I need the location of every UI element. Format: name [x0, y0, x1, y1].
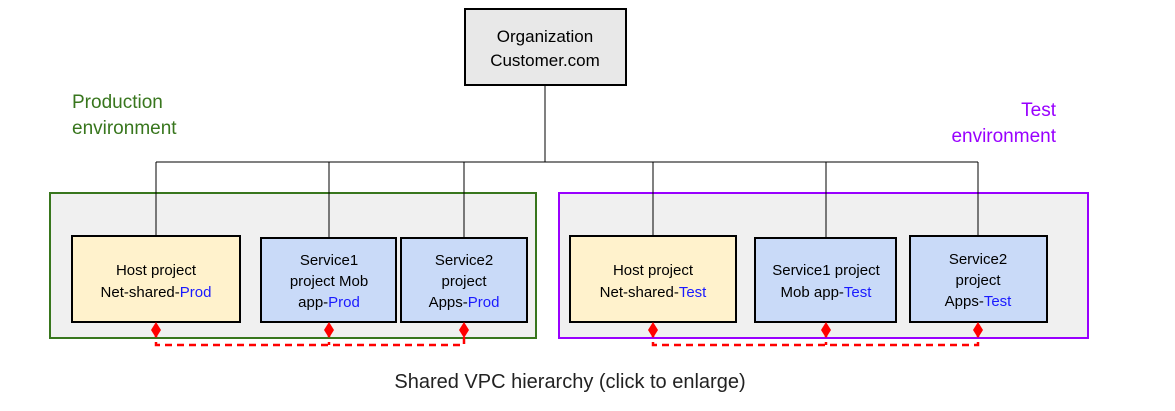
- test-link-diamonds: [648, 322, 983, 338]
- prod-service1-env-suffix: Prod: [328, 294, 360, 311]
- prod-host-line2-prefix: Net-shared-: [101, 284, 180, 301]
- prod-host-env-suffix: Prod: [180, 284, 212, 301]
- test-service2-link-diamond: [973, 322, 983, 338]
- svg-text:Customer.com: Customer.com: [490, 51, 600, 70]
- prod-service1-link-diamond: [324, 322, 334, 338]
- test-service1-env-suffix: Test: [844, 284, 872, 301]
- production-environment-label-line2: environment: [72, 118, 177, 139]
- organization-node[interactable]: Organization Customer.com: [464, 8, 627, 86]
- svg-text:project: project: [441, 273, 487, 290]
- svg-text:Service1 project: Service1 project: [772, 262, 880, 279]
- svg-text:Service1: Service1: [300, 252, 358, 269]
- prod-service1-project-node[interactable]: Service1 project Mob app-Prod: [260, 237, 397, 323]
- svg-text:Net-shared-Test: Net-shared-Test: [600, 284, 708, 301]
- organization-title: Organization: [497, 27, 593, 46]
- svg-text:Apps-Test: Apps-Test: [945, 293, 1013, 310]
- test-service2-project-node[interactable]: Service2 project Apps-Test: [909, 235, 1048, 323]
- test-host-line1: Host project: [613, 262, 694, 279]
- prod-service2-env-suffix: Prod: [468, 294, 500, 311]
- test-service1-link-diamond: [821, 322, 831, 338]
- production-environment-label-line1: Production: [72, 92, 163, 113]
- prod-service1-line1: Service1: [300, 252, 358, 269]
- prod-link-diamonds: [151, 322, 469, 338]
- svg-text:Organization: Organization: [497, 27, 593, 46]
- prod-host-project-node[interactable]: Host project Net-shared-Prod: [71, 235, 241, 323]
- svg-text:project Mob: project Mob: [290, 273, 368, 290]
- prod-service1-line3-prefix: app-: [298, 294, 328, 311]
- test-service1-line2-prefix: Mob app-: [781, 284, 844, 301]
- prod-host-link-diamond: [151, 322, 161, 338]
- prod-service2-line1: Service2: [435, 252, 493, 269]
- prod-service2-project-node[interactable]: Service2 project Apps-Prod: [400, 237, 528, 323]
- diagram-caption[interactable]: Shared VPC hierarchy (click to enlarge): [394, 371, 745, 393]
- organization-domain: Customer.com: [490, 51, 600, 70]
- svg-text:Test: Test: [1021, 100, 1057, 121]
- test-environment-label-line2: environment: [951, 126, 1056, 147]
- svg-text:environment: environment: [72, 118, 177, 139]
- svg-text:Host project: Host project: [116, 262, 197, 279]
- svg-text:Service2: Service2: [435, 252, 493, 269]
- test-service1-line1: Service1 project: [772, 262, 880, 279]
- test-service2-line3-prefix: Apps-: [945, 293, 984, 310]
- test-host-project-node[interactable]: Host project Net-shared-Test: [569, 235, 737, 323]
- svg-text:environment: environment: [951, 126, 1056, 147]
- svg-text:Net-shared-Prod: Net-shared-Prod: [101, 284, 212, 301]
- prod-service2-line2: project: [441, 273, 487, 290]
- svg-text:Host project: Host project: [613, 262, 694, 279]
- test-service1-project-node[interactable]: Service1 project Mob app-Test: [754, 237, 897, 323]
- svg-text:app-Prod: app-Prod: [298, 294, 360, 311]
- test-service2-line2: project: [955, 272, 1001, 289]
- svg-text:Shared VPC hierarchy (click to: Shared VPC hierarchy (click to enlarge): [394, 371, 745, 393]
- test-environment-label-line1: Test: [1021, 100, 1057, 121]
- test-service2-env-suffix: Test: [984, 293, 1012, 310]
- prod-service2-line3-prefix: Apps-: [429, 294, 468, 311]
- svg-text:Apps-Prod: Apps-Prod: [429, 294, 500, 311]
- prod-service1-line2: project Mob: [290, 273, 368, 290]
- test-host-link-diamond: [648, 322, 658, 338]
- hierarchy-connectors: [155, 85, 979, 238]
- svg-text:project: project: [955, 272, 1001, 289]
- test-host-env-suffix: Test: [679, 284, 707, 301]
- svg-text:Production: Production: [72, 92, 163, 113]
- prod-host-line1: Host project: [116, 262, 197, 279]
- test-host-line2-prefix: Net-shared-: [600, 284, 679, 301]
- test-service2-line1: Service2: [949, 251, 1007, 268]
- svg-text:Service2: Service2: [949, 251, 1007, 268]
- prod-service2-link-diamond: [459, 322, 469, 338]
- svg-text:Mob app-Test: Mob app-Test: [781, 284, 873, 301]
